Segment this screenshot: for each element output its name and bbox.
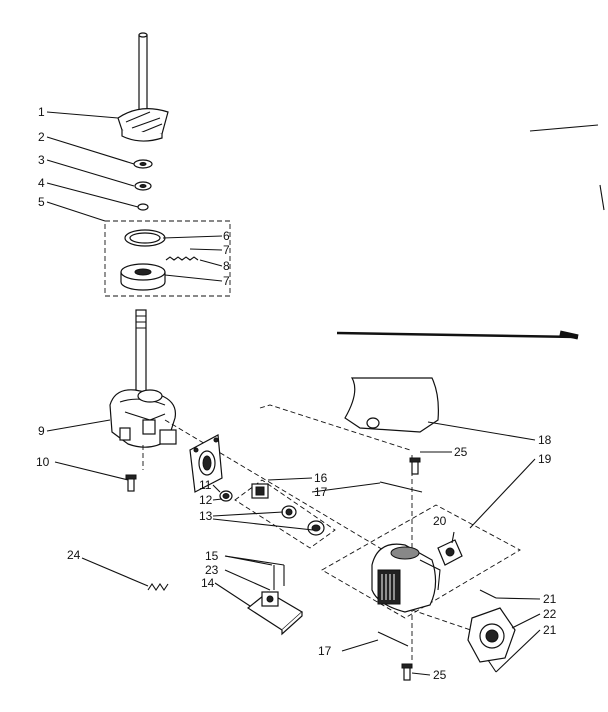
callout-7: 7	[223, 243, 230, 257]
part-24-spring	[147, 583, 169, 591]
part-14-bracket	[246, 591, 304, 636]
callout-10: 10	[36, 455, 50, 469]
callout-22: 22	[543, 607, 557, 621]
callout-23: 23	[205, 563, 219, 577]
part-4-ring	[137, 203, 149, 211]
callout-8: 8	[223, 259, 230, 273]
part-21-pin-top	[479, 589, 497, 599]
callout-15: 15	[205, 549, 219, 563]
part-22-pump	[467, 607, 516, 663]
part-21-pin-bottom	[487, 659, 497, 673]
part-8-spring	[165, 256, 199, 261]
part-19-motor-box	[321, 504, 521, 619]
callout-14: 14	[201, 576, 215, 590]
scan-mark	[336, 331, 579, 339]
callout-4: 4	[38, 176, 45, 190]
callout-25: 25	[454, 445, 468, 459]
part-10-screw	[125, 474, 137, 492]
callout-24: 24	[67, 548, 81, 562]
drive-motor	[371, 543, 441, 613]
part-7-clutch-lining	[120, 263, 166, 291]
part-13-kit-box	[234, 479, 336, 549]
part-15-pin	[273, 565, 285, 590]
callout-5: 5	[38, 195, 45, 209]
part-2-washer	[133, 159, 153, 169]
callout-12: 12	[199, 493, 213, 507]
callout-7-lower: 7	[223, 274, 230, 288]
callout-20: 20	[433, 514, 447, 528]
scan-mark	[599, 184, 605, 211]
callout-21: 21	[543, 592, 557, 606]
part-3-washer	[134, 181, 152, 191]
alignment-line	[259, 404, 411, 451]
part-9-gearcase	[109, 389, 177, 448]
part-1-drive-cam	[117, 108, 169, 142]
leaders	[46, 111, 541, 676]
callout-25-lower: 25	[433, 668, 447, 682]
part-13-coupler-disk	[281, 505, 297, 519]
part-6-snap-ring	[124, 229, 166, 247]
part-17-rod	[377, 481, 423, 647]
callout-6: 6	[223, 229, 230, 243]
callout-17-lower: 17	[318, 644, 332, 658]
part-16-coupler	[251, 483, 269, 499]
part-18-shield	[344, 377, 439, 433]
part-11-seal-plate	[189, 434, 223, 493]
callout-2: 2	[38, 130, 45, 144]
agitator-shaft	[138, 32, 148, 118]
callout-1: 1	[38, 105, 45, 119]
alignment-line	[164, 419, 401, 561]
part-12-bushing	[219, 490, 233, 502]
callout-16: 16	[314, 471, 328, 485]
callout-3: 3	[38, 153, 45, 167]
callout-11: 11	[199, 478, 212, 492]
part-5-kit-box	[104, 220, 231, 297]
scan-mark	[529, 124, 599, 132]
callout-19: 19	[538, 452, 552, 466]
scan-mark	[559, 330, 579, 340]
part-13-coupler	[307, 520, 325, 536]
callout-9: 9	[38, 424, 45, 438]
part-25-screw-top	[409, 457, 421, 475]
part-20-clip	[437, 539, 463, 566]
callout-13: 13	[199, 509, 213, 523]
lower-shaft	[135, 309, 147, 401]
part-25-screw-bottom	[401, 663, 413, 681]
callout-17: 17	[314, 485, 328, 499]
callout-18: 18	[538, 433, 552, 447]
callout-21-lower: 21	[543, 623, 557, 637]
